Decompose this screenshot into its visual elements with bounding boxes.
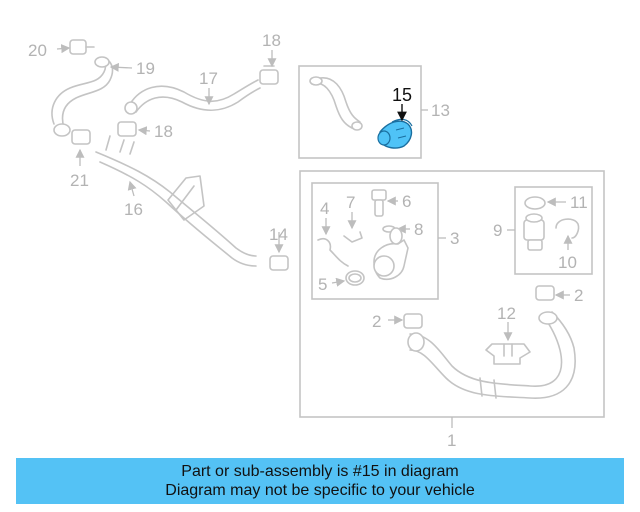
hose-clamp-18-lower	[117, 121, 137, 137]
label-9: 9	[493, 221, 502, 240]
box-13	[298, 65, 422, 159]
pipe-16	[95, 135, 257, 267]
label-10: 10	[558, 253, 577, 272]
hose-clamp-18-upper	[259, 65, 279, 85]
label-11: 11	[570, 193, 588, 212]
hose-19	[51, 56, 114, 129]
hose-in-box-13	[309, 76, 363, 131]
label-8: 8	[414, 220, 423, 239]
label-17: 17	[199, 69, 218, 88]
main-hose-assembly	[407, 311, 576, 399]
label-16: 16	[124, 200, 143, 219]
label-13: 13	[431, 101, 450, 120]
sensor-6	[371, 189, 387, 217]
hose-clamp-2-right	[535, 285, 555, 301]
label-15: 15	[392, 85, 412, 105]
label-1: 1	[447, 431, 456, 450]
clip-4	[317, 237, 349, 267]
thermostat-housing	[373, 227, 409, 281]
label-6: 6	[402, 192, 411, 211]
hose-clamp-2-left	[403, 313, 423, 329]
part-15-highlighted	[377, 118, 413, 149]
clip-7	[343, 231, 363, 243]
label-18-upper: 18	[262, 31, 281, 50]
hose-17	[124, 79, 261, 115]
bracket-12	[485, 343, 531, 365]
hose-clamp-21	[53, 123, 91, 145]
o-ring-11	[524, 196, 546, 210]
label-7: 7	[346, 193, 355, 212]
label-20: 20	[28, 41, 47, 60]
label-5: 5	[318, 275, 327, 294]
box-3	[311, 182, 439, 300]
label-12: 12	[497, 304, 516, 323]
o-ring-5	[345, 270, 365, 286]
label-21: 21	[70, 171, 89, 190]
clip-10	[555, 218, 580, 239]
info-banner: Part or sub-assembly is #15 in diagram D…	[16, 458, 624, 504]
connector-in-box-9	[523, 213, 545, 251]
label-2-left: 2	[372, 312, 381, 331]
label-3: 3	[450, 229, 459, 248]
banner-line-2: Diagram may not be specific to your vehi…	[165, 482, 475, 499]
label-14: 14	[269, 225, 288, 244]
label-2-right: 2	[574, 286, 583, 305]
hose-clamp-20	[69, 39, 95, 55]
parts-diagram: 20 19 17 18 18 21 16 14 13 15 1 3 6 7	[28, 31, 605, 450]
label-19: 19	[136, 59, 155, 78]
hose-clamp-14	[269, 255, 289, 271]
label-4: 4	[320, 199, 329, 218]
banner-line-1: Part or sub-assembly is #15 in diagram	[181, 463, 459, 480]
label-18-lower: 18	[154, 122, 173, 141]
